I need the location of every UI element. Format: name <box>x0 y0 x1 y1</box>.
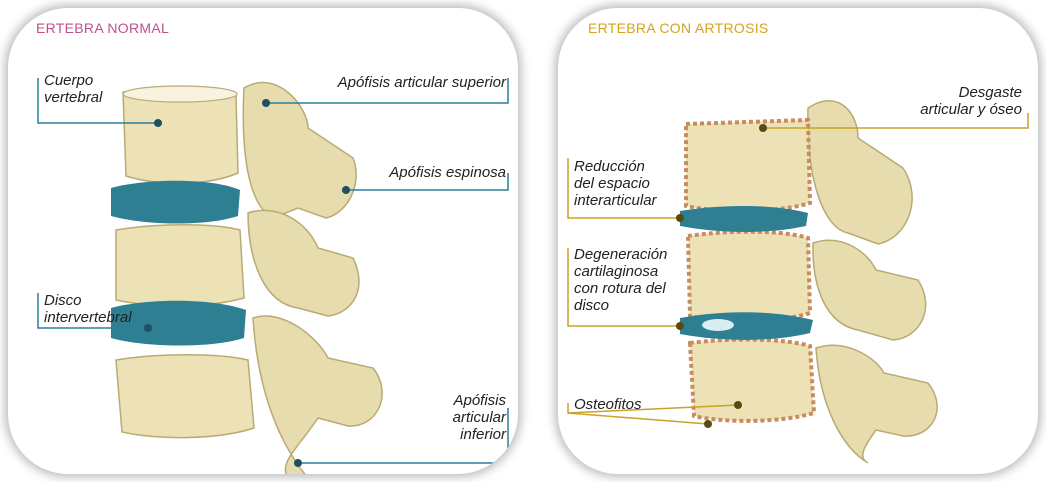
vertebral-body-upper <box>123 92 238 183</box>
intervertebral-disc-upper <box>111 181 240 224</box>
label-desgaste-articular: Desgaste articular y óseo <box>920 84 1022 118</box>
narrowed-disc-upper <box>680 206 808 232</box>
spinous-process-lower-artrosis <box>816 345 937 463</box>
degenerated-disc-lower <box>680 312 813 340</box>
label-degeneracion-cartilaginosa: Degeneración cartilaginosa con rotura de… <box>574 246 667 314</box>
label-cuerpo-vertebral: Cuerpo vertebral <box>44 72 102 106</box>
label-apofisis-espinosa: Apófisis espinosa <box>389 164 506 181</box>
artrosis-vertebra-panel: ERTEBRA CON ARTROSIS Desgaste articular … <box>558 8 1038 474</box>
vertebral-body-upper-artrosis <box>686 120 810 211</box>
label-apofisis-articular-superior: Apófisis articular superior <box>338 74 506 91</box>
normal-vertebra-panel: ERTEBRA NORMAL Cuerpo vertebral Apófisis… <box>8 8 518 474</box>
spinous-process-middle-artrosis <box>813 240 926 340</box>
label-disco-intervertebral: Disco intervertebral <box>44 292 132 326</box>
spinous-process-lower <box>253 316 382 474</box>
spinous-process-upper-artrosis <box>808 101 912 244</box>
vertebral-endplate <box>123 86 237 102</box>
vertebral-body-lower-artrosis <box>690 340 814 421</box>
label-apofisis-articular-inferior: Apófisis articular inferior <box>453 392 506 443</box>
vertebral-body-middle-artrosis <box>688 232 810 321</box>
label-osteofitos: Osteofitos <box>574 396 642 413</box>
label-reduccion-espacio: Reducción del espacio interarticular <box>574 158 657 209</box>
vertebral-body-lower <box>116 355 254 438</box>
disc-rupture <box>702 319 734 331</box>
spinous-process-middle <box>248 210 359 316</box>
vertebral-body-middle <box>116 225 244 306</box>
